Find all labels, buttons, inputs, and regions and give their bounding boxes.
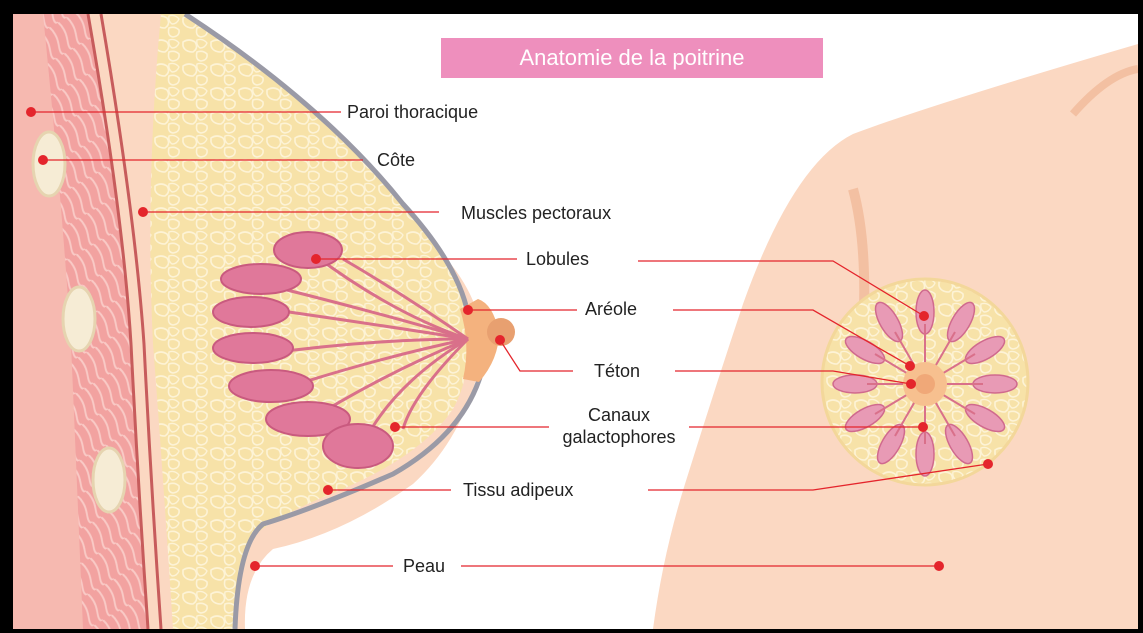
title-text: Anatomie de la poitrine <box>519 45 744 71</box>
title-banner: Anatomie de la poitrine <box>441 38 823 78</box>
label-muscles-pectoraux: Muscles pectoraux <box>461 202 611 224</box>
label-canaux-galactophores: Canaux galactophores <box>549 404 689 448</box>
breast-anatomy-illustration <box>13 14 1138 629</box>
rib-3 <box>93 448 125 512</box>
label-teton: Téton <box>594 360 640 382</box>
rib-1 <box>33 132 65 196</box>
diagram-canvas: Anatomie de la poitrine Paroi thoracique… <box>13 14 1138 629</box>
rib-2 <box>63 287 95 351</box>
label-cote: Côte <box>377 149 415 171</box>
nipple-front <box>915 374 935 394</box>
label-paroi-thoracique: Paroi thoracique <box>347 101 478 123</box>
label-areole: Aréole <box>585 298 637 320</box>
label-tissu-adipeux: Tissu adipeux <box>463 479 573 501</box>
label-peau: Peau <box>403 555 445 577</box>
label-lobules: Lobules <box>526 248 589 270</box>
